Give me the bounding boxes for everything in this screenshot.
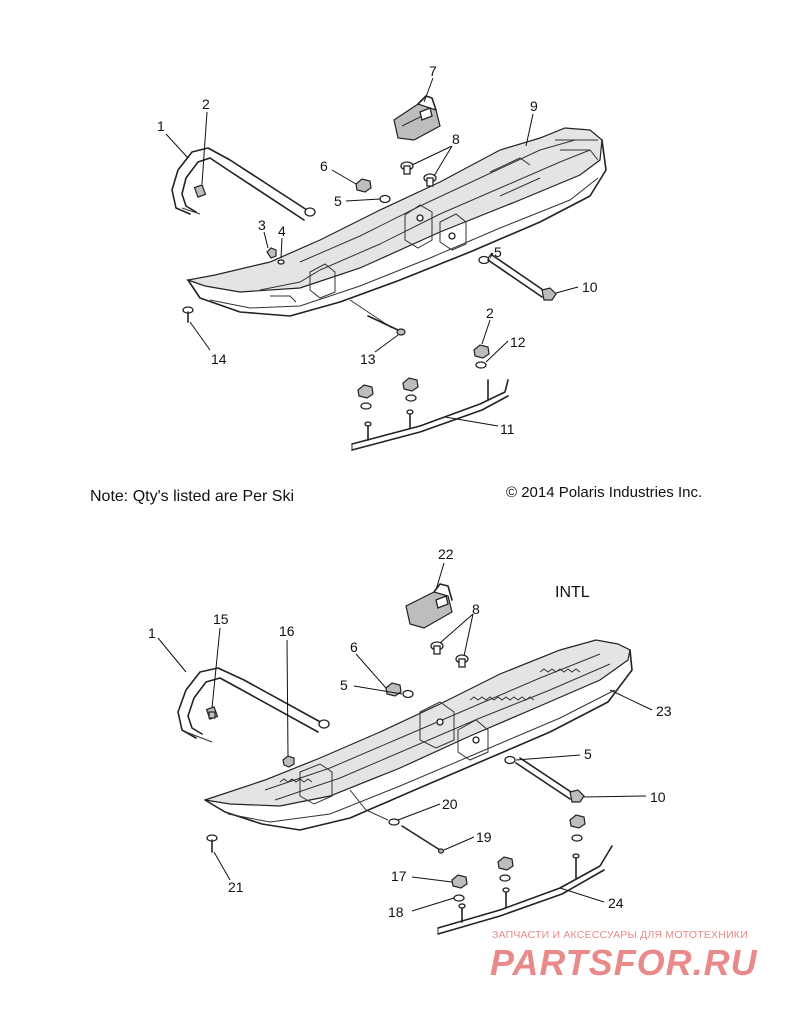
top-leaders xyxy=(165,77,579,427)
note-text: Note: Qty's listed are Per Ski xyxy=(90,488,295,505)
nut-6-bottom xyxy=(385,682,402,697)
callout-18: 18 xyxy=(388,904,404,920)
callout-5-bottom: 5 xyxy=(340,677,348,693)
callout-19: 19 xyxy=(476,829,492,845)
saddle-7 xyxy=(393,95,441,141)
washer-20 xyxy=(388,818,400,826)
callout-5b: 5 xyxy=(494,244,502,260)
bolt-21 xyxy=(206,834,218,853)
nut-16 xyxy=(282,755,295,768)
bolt-10-bottom xyxy=(515,757,585,803)
callout-3: 3 xyxy=(258,217,266,233)
callout-14: 14 xyxy=(211,351,227,367)
carbide-runner-24 xyxy=(437,845,613,935)
callout-2: 2 xyxy=(202,96,210,112)
callout-1-bottom: 1 xyxy=(148,625,156,641)
callout-15: 15 xyxy=(213,611,229,627)
washer-5-a xyxy=(379,194,391,204)
callout-1: 1 xyxy=(157,118,165,134)
callout-21: 21 xyxy=(228,879,244,895)
ski-body-23 xyxy=(204,639,633,831)
copyright-text: © 2014 Polaris Industries Inc. xyxy=(506,484,703,501)
callout-13: 13 xyxy=(360,351,376,367)
bolts-8-bottom xyxy=(430,641,469,668)
callout-6-bottom: 6 xyxy=(350,639,358,655)
callout-10-bottom: 10 xyxy=(650,789,666,805)
callout-11: 11 xyxy=(500,421,515,437)
washer-5-bottom-b xyxy=(504,755,516,765)
bottom-leaders xyxy=(157,562,653,912)
callout-8: 8 xyxy=(452,131,460,147)
runner-fasteners-bottom xyxy=(451,814,586,902)
ski-body-9 xyxy=(185,127,607,329)
callout-20: 20 xyxy=(442,796,458,812)
callout-23: 23 xyxy=(656,703,672,719)
bolts-8 xyxy=(400,161,437,187)
nut-3 xyxy=(266,247,277,259)
callout-10: 10 xyxy=(582,279,598,295)
bolt-10 xyxy=(487,254,557,301)
watermark-caption: ЗАПЧАСТИ И АКСЕССУАРЫ ДЛЯ МОТОТЕХНИКИ xyxy=(492,929,748,941)
nut-6 xyxy=(355,178,372,193)
callout-22: 22 xyxy=(438,546,454,562)
callout-12: 12 xyxy=(510,334,526,350)
callout-8-bottom: 8 xyxy=(472,601,480,617)
pin-13 xyxy=(367,315,406,336)
bolt-14 xyxy=(182,306,194,323)
callout-9: 9 xyxy=(530,98,538,114)
callout-7: 7 xyxy=(429,63,437,79)
callout-24: 24 xyxy=(608,895,624,911)
callout-5: 5 xyxy=(334,193,342,209)
top-ski-assembly xyxy=(165,77,607,451)
loop-handle-1-bottom xyxy=(177,667,330,743)
washer-5-bottom-a xyxy=(402,689,414,699)
callout-4: 4 xyxy=(278,223,286,239)
runner-fasteners xyxy=(357,344,490,410)
callout-2b: 2 xyxy=(486,305,494,321)
callout-16: 16 xyxy=(279,623,295,639)
nut-15 xyxy=(208,711,216,719)
intl-label: INTL xyxy=(555,584,590,601)
pin-19 xyxy=(401,825,445,854)
saddle-22 xyxy=(405,583,453,629)
bottom-ski-assembly xyxy=(157,562,653,935)
carbide-runner-11 xyxy=(351,379,509,451)
washer-4 xyxy=(277,259,285,265)
callout-17: 17 xyxy=(391,868,407,884)
watermark-brand: PARTSFOR.RU xyxy=(490,942,758,983)
callout-5b-bottom: 5 xyxy=(584,746,592,762)
loop-handle-1 xyxy=(171,147,316,221)
callout-6: 6 xyxy=(320,158,328,174)
